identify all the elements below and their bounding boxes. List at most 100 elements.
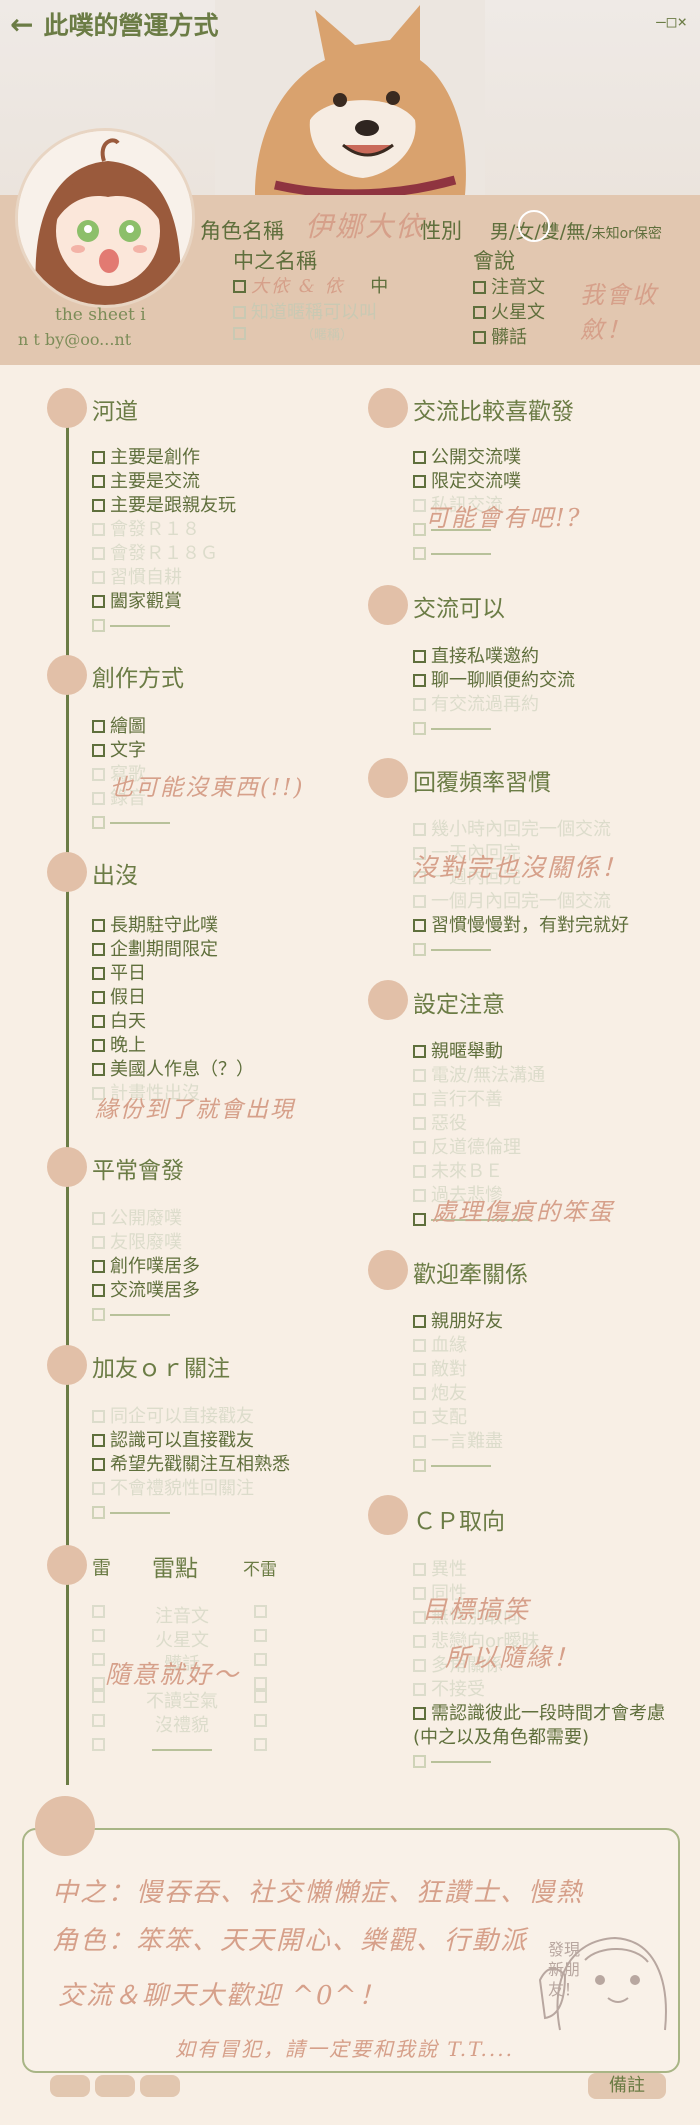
option-item[interactable]: 一天內回完 bbox=[413, 842, 629, 866]
speak-item[interactable]: 注音文 bbox=[473, 275, 545, 300]
option-blank[interactable] bbox=[413, 1750, 665, 1774]
option-item[interactable]: 有交流過再約 bbox=[413, 693, 575, 717]
option-blank[interactable] bbox=[413, 938, 629, 962]
checkbox-icon bbox=[92, 523, 105, 536]
option-item[interactable]: 長期駐守此噗 bbox=[92, 914, 254, 938]
checkbox-icon bbox=[413, 1045, 426, 1058]
option-item[interactable]: 公開廢噗 bbox=[92, 1207, 200, 1231]
option-blank[interactable] bbox=[92, 1501, 290, 1525]
section-dot bbox=[368, 1250, 408, 1290]
option-item[interactable]: 未來ＢＥ bbox=[413, 1160, 545, 1184]
option-item[interactable]: 平日 bbox=[92, 962, 254, 986]
speak-item[interactable]: 火星文 bbox=[473, 300, 545, 325]
option-item[interactable]: 文字 bbox=[92, 739, 170, 763]
notes-box[interactable] bbox=[22, 1828, 680, 2073]
option-item[interactable]: 一週內回完 bbox=[413, 866, 629, 890]
option-item[interactable]: 主要是跟親友玩 bbox=[92, 494, 236, 518]
back-arrow-icon[interactable]: ← bbox=[10, 7, 34, 41]
trigger-row[interactable]: 火星文 bbox=[92, 1629, 272, 1653]
checkbox-icon bbox=[254, 1629, 267, 1642]
option-item[interactable]: 血緣 bbox=[413, 1334, 503, 1358]
zhong-item-2[interactable]: 知道暱稱可以叫 bbox=[233, 298, 377, 324]
option-item[interactable]: 交流噗居多 bbox=[92, 1279, 200, 1303]
role-name-value[interactable]: 伊娜大依 bbox=[305, 210, 426, 243]
option-item[interactable]: 錄音 bbox=[92, 787, 170, 811]
trigger-blank[interactable] bbox=[92, 1738, 272, 1751]
option-blank[interactable] bbox=[413, 717, 575, 741]
zhong-item-3[interactable]: （暱稱） bbox=[233, 323, 353, 344]
trigger-row[interactable]: 注音文 bbox=[92, 1605, 272, 1629]
option-blank[interactable] bbox=[92, 1303, 200, 1327]
option-item[interactable]: 希望先戳關注互相熟悉 bbox=[92, 1453, 290, 1477]
option-item[interactable]: 企劃期間限定 bbox=[92, 938, 254, 962]
option-item[interactable]: 創作噗居多 bbox=[92, 1255, 200, 1279]
option-item[interactable]: 友限廢噗 bbox=[92, 1231, 200, 1255]
option-item[interactable]: 習慣自耕 bbox=[92, 566, 236, 590]
option-blank[interactable] bbox=[92, 614, 236, 638]
option-blank[interactable] bbox=[413, 1454, 503, 1478]
option-item[interactable]: 習慣慢慢對，有對完就好 bbox=[413, 914, 629, 938]
trigger-row[interactable] bbox=[92, 1677, 272, 1690]
option-item[interactable]: 敵對 bbox=[413, 1358, 503, 1382]
option-item[interactable]: 晚上 bbox=[92, 1034, 254, 1058]
page-tab[interactable] bbox=[140, 2075, 180, 2097]
option-item[interactable]: 寫歌 bbox=[92, 763, 170, 787]
trigger-row[interactable]: 不讀空氣 bbox=[92, 1690, 272, 1714]
zhong-item-1[interactable]: 大依 & 依 中 bbox=[233, 272, 388, 298]
option-item[interactable]: 繪圖 bbox=[92, 715, 170, 739]
option-item[interactable]: 限定交流噗 bbox=[413, 470, 521, 494]
option-item[interactable]: 言行不善 bbox=[413, 1088, 545, 1112]
option-item[interactable]: 無性別取向 bbox=[413, 1606, 665, 1630]
remarks-button[interactable]: 備註 bbox=[588, 2073, 666, 2099]
option-item[interactable]: 假日 bbox=[92, 986, 254, 1010]
gender-options[interactable]: 男/女/雙/無/未知or保密 bbox=[490, 221, 662, 243]
option-item[interactable]: 同性 bbox=[413, 1582, 665, 1606]
trigger-row[interactable]: 髒話 bbox=[92, 1653, 272, 1677]
checkbox-checked-icon bbox=[473, 331, 486, 344]
option-item[interactable]: 過去悲慘 bbox=[413, 1184, 545, 1208]
checkbox-icon bbox=[413, 1315, 426, 1328]
option-item[interactable]: 不接受 bbox=[413, 1678, 665, 1702]
option-item[interactable]: 一個月內回完一個交流 bbox=[413, 890, 629, 914]
page-tab[interactable] bbox=[50, 2075, 90, 2097]
option-item[interactable]: 私訊交流 bbox=[413, 494, 521, 518]
page-tab[interactable] bbox=[95, 2075, 135, 2097]
option-item[interactable] bbox=[413, 1208, 545, 1232]
option-item[interactable]: 多角關係 bbox=[413, 1654, 665, 1678]
option-item[interactable]: 反道德倫理 bbox=[413, 1136, 545, 1160]
option-item[interactable]: 聊一聊順便約交流 bbox=[413, 669, 575, 693]
option-item[interactable]: 主要是交流 bbox=[92, 470, 236, 494]
option-item[interactable]: 會發Ｒ１８ bbox=[92, 518, 236, 542]
option-item[interactable]: 白天 bbox=[92, 1010, 254, 1034]
option-item[interactable]: 惡役 bbox=[413, 1112, 545, 1136]
option-item[interactable]: 不會禮貌性回關注 bbox=[92, 1477, 290, 1501]
speak-item[interactable]: 髒話 bbox=[473, 325, 545, 350]
option-item[interactable]: 需認識彼此一段時間才會考慮 bbox=[413, 1702, 665, 1726]
option-item[interactable]: 支配 bbox=[413, 1406, 503, 1430]
option-item[interactable]: 計畫性出沒 bbox=[92, 1082, 254, 1106]
option-blank[interactable] bbox=[92, 811, 170, 835]
option-item[interactable]: 直接私噗邀約 bbox=[413, 645, 575, 669]
checkbox-icon bbox=[92, 744, 105, 757]
option-item[interactable]: 親暱舉動 bbox=[413, 1040, 545, 1064]
checkbox-icon bbox=[413, 1093, 426, 1106]
option-item[interactable]: 悲戀向or曖昧 bbox=[413, 1630, 665, 1654]
option-item[interactable]: 公開交流噗 bbox=[413, 446, 521, 470]
checkbox-icon bbox=[413, 1141, 426, 1154]
window-controls[interactable]: —□× bbox=[656, 12, 688, 31]
option-item[interactable]: 一言難盡 bbox=[413, 1430, 503, 1454]
option-item[interactable]: 親朋好友 bbox=[413, 1310, 503, 1334]
option-item[interactable]: 異性 bbox=[413, 1558, 665, 1582]
option-item[interactable]: 美國人作息（？） bbox=[92, 1058, 254, 1082]
option-item[interactable]: 闔家觀賞 bbox=[92, 590, 236, 614]
option-blank[interactable] bbox=[413, 542, 521, 566]
option-item[interactable]: 炮友 bbox=[413, 1382, 503, 1406]
option-item[interactable]: 會發Ｒ１８Ｇ bbox=[92, 542, 236, 566]
option-item[interactable]: 電波/無法溝通 bbox=[413, 1064, 545, 1088]
option-item[interactable]: 幾小時內回完一個交流 bbox=[413, 818, 629, 842]
option-item[interactable]: 認識可以直接戳友 bbox=[92, 1429, 290, 1453]
option-item[interactable]: 主要是創作 bbox=[92, 446, 236, 470]
option-blank[interactable] bbox=[413, 518, 521, 542]
option-item[interactable]: 同企可以直接戳友 bbox=[92, 1405, 290, 1429]
trigger-row[interactable]: 沒禮貌 bbox=[92, 1714, 272, 1738]
